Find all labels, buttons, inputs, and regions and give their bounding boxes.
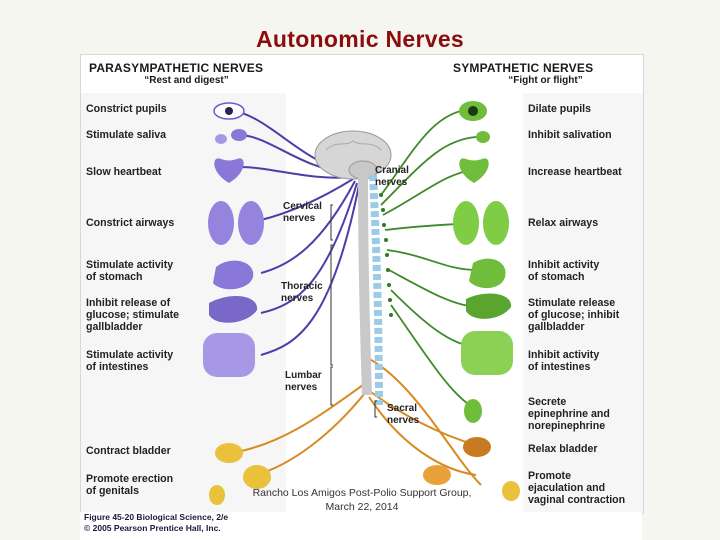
slide-footer-note: Rancho Los Amigos Post-Polio Support Gro… xyxy=(252,487,472,513)
nerve-adrenal-symp xyxy=(390,304,474,408)
stomach-icon xyxy=(469,258,506,289)
sympathetic-subheading: “Fight or flight” xyxy=(508,75,583,86)
symp-effect-heartbeat: Increase heartbeat xyxy=(528,166,622,178)
symp-effect-airways: Relax airways xyxy=(528,217,599,229)
lungs-icon xyxy=(453,201,479,245)
para-effect-bladder: Contract bladder xyxy=(86,445,171,457)
para-effect-stomach: Stimulate activity of stomach xyxy=(86,259,174,283)
symp-effect-salivation: Inhibit salivation xyxy=(528,129,612,141)
nerve-intestines-para xyxy=(260,184,360,356)
brain-icon xyxy=(314,130,392,180)
sympathetic-heading: SYMPATHETIC NERVES xyxy=(453,61,594,75)
symp-effect-glucose: Stimulate release of glucose; inhibit ga… xyxy=(528,297,620,333)
nerve-stomach-symp xyxy=(386,249,477,271)
caption-line-1: Figure 45-20 Biological Science, 2/e xyxy=(84,512,229,522)
nerve-bladder-para xyxy=(230,384,364,454)
sympathetic-organs xyxy=(423,101,520,501)
symp-effect-genitals: Promote ejaculation and vaginal contract… xyxy=(528,470,626,506)
symp-effect-bladder: Relax bladder xyxy=(528,443,598,455)
autonomic-nerves-figure: PARASYMPATHETIC NERVES “Rest and digest”… xyxy=(80,54,644,514)
cervical-bracket xyxy=(330,204,333,241)
nerve-stomach-para xyxy=(260,180,356,274)
cervical-nerves-label: Cervical nerves xyxy=(283,201,322,224)
sympathetic-header-box xyxy=(446,55,643,91)
para-effect-pupils: Constrict pupils xyxy=(86,103,167,115)
nerve-saliva-symp xyxy=(380,136,477,206)
pupil-icon xyxy=(225,107,233,115)
spinal-cord-icon xyxy=(358,172,383,406)
lungs-icon xyxy=(483,201,509,245)
genitals-icon xyxy=(423,465,451,485)
salivary-gland-icon xyxy=(476,131,490,143)
symp-effect-intestines: Inhibit activity of intestines xyxy=(528,349,600,373)
parasympathetic-header-box xyxy=(81,55,286,91)
symp-effect-pupils: Dilate pupils xyxy=(528,103,591,115)
genitals-icon xyxy=(243,465,271,489)
nerve-diagram-svg xyxy=(81,55,643,513)
liver-icon xyxy=(209,295,258,323)
sympathetic-ganglia xyxy=(379,193,393,317)
liver-icon xyxy=(466,293,512,319)
salivary-gland-icon xyxy=(231,129,247,141)
adrenal-gland-icon xyxy=(464,399,482,423)
sacral-nerves-label: Sacral nerves xyxy=(387,403,420,426)
caption-line-2: © 2005 Pearson Prentice Hall, Inc. xyxy=(84,523,221,533)
nerve-pupils-symp xyxy=(380,109,467,196)
intestines-icon xyxy=(461,331,513,375)
bladder-icon xyxy=(215,443,243,463)
para-effect-heartbeat: Slow heartbeat xyxy=(86,166,162,178)
genitals-icon xyxy=(209,485,225,505)
page-title: Autonomic Nerves xyxy=(255,26,464,52)
parasympathetic-organs xyxy=(203,102,271,505)
pupil-icon xyxy=(468,106,478,116)
symp-effect-adrenal: Secrete epinephrine and norepinephrine xyxy=(528,396,610,432)
figure-caption: Figure 45-20 Biological Science, 2/e © 2… xyxy=(80,512,642,540)
lumbar-nerves-label: Lumbar nerves xyxy=(285,370,322,393)
lumbar-bracket xyxy=(330,366,333,406)
lungs-icon xyxy=(208,201,234,245)
parasympathetic-heading-block: PARASYMPATHETIC NERVES “Rest and digest” xyxy=(89,61,284,86)
sympathetic-heading-block: SYMPATHETIC NERVES “Fight or flight” xyxy=(453,61,638,86)
para-effect-glucose: Inhibit release of glucose; stimulate ga… xyxy=(86,297,180,333)
intestines-icon xyxy=(203,333,255,377)
thoracic-nerves-label: Thoracic nerves xyxy=(281,281,323,304)
salivary-gland-icon xyxy=(215,134,227,144)
bladder-icon xyxy=(463,437,491,457)
heart-icon xyxy=(214,158,244,183)
nerve-liver-para xyxy=(260,182,358,314)
region-brackets xyxy=(330,204,377,418)
heart-icon xyxy=(459,158,489,183)
sacral-bracket xyxy=(374,400,377,418)
sympathetic-column xyxy=(523,93,643,513)
genitals-icon xyxy=(502,481,520,501)
symp-effect-stomach: Inhibit activity of stomach xyxy=(528,259,600,283)
parasympathetic-heading: PARASYMPATHETIC NERVES xyxy=(89,61,264,75)
lungs-icon xyxy=(238,201,264,245)
parasympathetic-subheading: “Rest and digest” xyxy=(144,75,229,86)
para-effect-saliva: Stimulate saliva xyxy=(86,129,167,141)
nerve-genitals-symp xyxy=(368,396,477,476)
thoracic-bracket xyxy=(330,244,333,366)
para-effect-intestines: Stimulate activity of intestines xyxy=(86,349,174,373)
stomach-icon xyxy=(213,260,254,290)
para-effect-genitals: Promote erection of genitals xyxy=(86,473,174,497)
para-effect-airways: Constrict airways xyxy=(86,217,175,229)
nerve-airways-para xyxy=(260,178,354,221)
cranial-nerves-label: Cranial nerves xyxy=(375,165,409,188)
sympathetic-nerves xyxy=(380,109,477,408)
nerve-bladder-symp xyxy=(366,388,477,446)
